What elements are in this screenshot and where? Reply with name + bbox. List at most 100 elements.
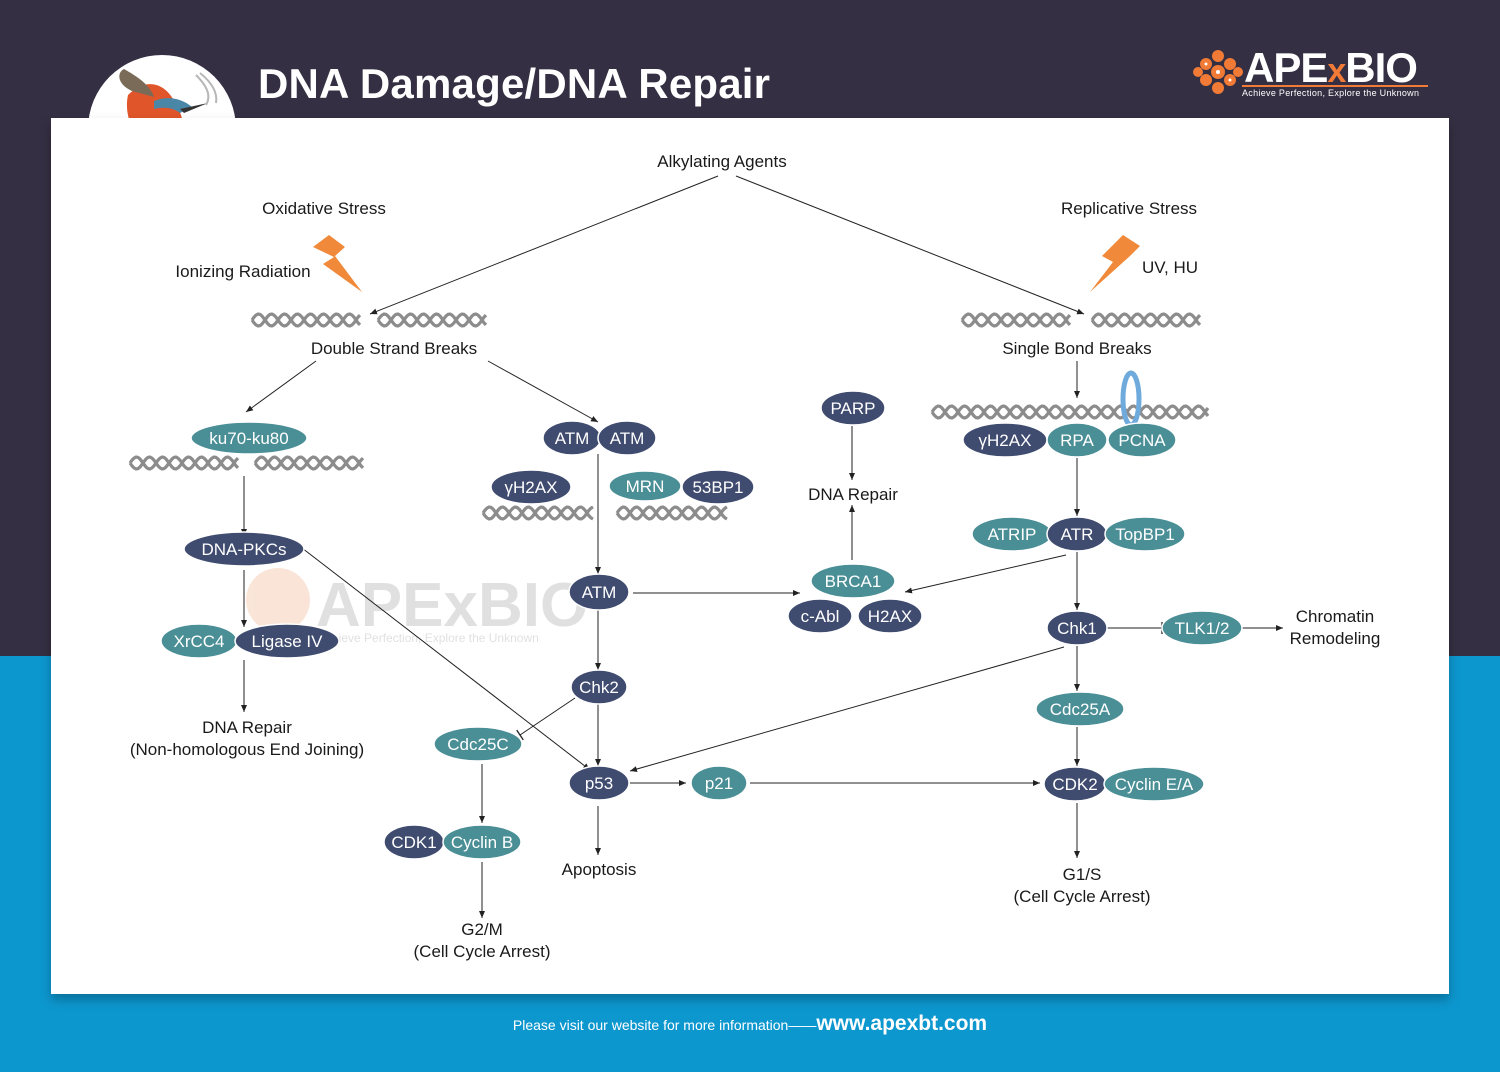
label-chrom-1: Chromatin <box>1296 607 1374 626</box>
svg-text:ATRIP: ATRIP <box>988 525 1037 544</box>
pathway-edge-3 <box>487 360 599 423</box>
watermark: APExBIO Achieve Perfection, Explore the … <box>246 568 588 645</box>
pathway-edge-7 <box>301 547 591 771</box>
pathway-edge-0 <box>369 175 719 315</box>
label-g2m-2: (Cell Cycle Arrest) <box>414 942 551 961</box>
svg-text:Chk2: Chk2 <box>579 678 619 697</box>
node-atm-mid: ATM <box>568 573 630 611</box>
ionizing-bolt-icon <box>313 235 362 292</box>
label-dsb: Double Strand Breaks <box>311 339 477 358</box>
brand-name: APExBIO <box>1244 44 1418 91</box>
svg-text:ATM: ATM <box>555 429 590 448</box>
svg-text:RPA: RPA <box>1060 431 1094 450</box>
svg-text:Chk1: Chk1 <box>1057 619 1097 638</box>
label-nhej-1: DNA Repair <box>202 718 292 737</box>
node-chk2: Chk2 <box>570 669 628 705</box>
svg-text:Achieve Perfection, Explore th: Achieve Perfection, Explore the Unknown <box>318 631 539 645</box>
pathway-edge-29 <box>629 646 1065 772</box>
svg-text:ATM: ATM <box>610 429 645 448</box>
footer-text: Please visit our website for more inform… <box>512 1017 817 1033</box>
svg-text:ATR: ATR <box>1061 525 1094 544</box>
dsb-helix-left <box>250 312 362 328</box>
node-pcna: PCNA <box>1107 422 1177 458</box>
label-ssb: Single Bond Breaks <box>1002 339 1151 358</box>
label-nhej-2: (Non-homologous End Joining) <box>130 740 364 759</box>
label-uv-hu: UV, HU <box>1142 258 1198 277</box>
node-cdk1: CDK1 <box>383 824 445 860</box>
footer: Please visit our website for more inform… <box>0 1012 1500 1036</box>
brand-logo-icon <box>1193 50 1243 94</box>
node-p53: p53 <box>568 765 630 801</box>
node-gh2ax-right: γH2AX <box>962 422 1048 458</box>
node-bp53: 53BP1 <box>681 469 755 505</box>
svg-text:CDK1: CDK1 <box>391 833 436 852</box>
node-gh2ax-left: γH2AX <box>490 469 572 505</box>
svg-text:Cdc25C: Cdc25C <box>447 735 508 754</box>
svg-text:γH2AX: γH2AX <box>505 478 558 497</box>
label-g2m-1: G2/M <box>461 920 503 939</box>
svg-text:XrCC4: XrCC4 <box>173 632 224 651</box>
replication-fork-helix <box>930 404 1210 420</box>
dsb-helix-right <box>376 312 488 328</box>
node-atr: ATR <box>1046 516 1108 552</box>
watermark-logo-icon <box>246 568 310 632</box>
pathway-edge-1 <box>735 175 1085 315</box>
svg-text:Cdc25A: Cdc25A <box>1050 700 1111 719</box>
svg-text:Cyclin E/A: Cyclin E/A <box>1115 775 1194 794</box>
node-mrn: MRN <box>608 470 682 502</box>
brand-underline <box>1242 85 1428 87</box>
ku-helix-left <box>128 455 240 471</box>
svg-text:ATM: ATM <box>582 583 617 602</box>
svg-text:PCNA: PCNA <box>1118 431 1166 450</box>
svg-text:γH2AX: γH2AX <box>979 431 1032 450</box>
node-tlk: TLK1/2 <box>1161 610 1243 646</box>
node-ligase4: Ligase IV <box>234 623 340 659</box>
node-dnapkcs: DNA-PKCs <box>183 531 305 567</box>
label-chrom-2: Remodeling <box>1290 629 1381 648</box>
svg-text:c-Abl: c-Abl <box>801 607 840 626</box>
pathway-edge-20 <box>904 554 1067 594</box>
atm-helix-left <box>481 505 594 521</box>
atm-helix-right <box>615 505 728 521</box>
svg-text:TLK1/2: TLK1/2 <box>1175 619 1230 638</box>
ssb-helix-left <box>960 312 1072 328</box>
node-parp: PARP <box>820 390 886 426</box>
svg-text:CDK2: CDK2 <box>1052 775 1097 794</box>
node-h2ax: H2AX <box>857 598 923 634</box>
node-xrcc4: XrCC4 <box>160 623 238 659</box>
node-cdk2: CDK2 <box>1043 766 1107 802</box>
node-chk1: Chk1 <box>1046 610 1108 646</box>
ssb-helix-right <box>1090 312 1202 328</box>
website-link[interactable]: www.apexbt.com <box>816 1012 988 1035</box>
svg-text:53BP1: 53BP1 <box>692 478 743 497</box>
node-cdc25c: Cdc25C <box>433 726 523 762</box>
page-title: DNA Damage/DNA Repair <box>258 60 771 107</box>
brand-tagline: Achieve Perfection, Explore the Unknown <box>1242 88 1420 98</box>
node-cyclinb: Cyclin B <box>442 824 522 860</box>
node-topbp1: TopBP1 <box>1104 516 1186 552</box>
node-ku70: ku70-ku80 <box>190 421 308 455</box>
uv-bolt-icon <box>1090 235 1140 292</box>
node-cyclinea: Cyclin E/A <box>1103 766 1205 802</box>
label-oxidative: Oxidative Stress <box>262 199 386 218</box>
node-brca1: BRCA1 <box>810 563 896 599</box>
ku-helix-right <box>253 455 365 471</box>
svg-text:APExBIO: APExBIO <box>316 571 588 640</box>
label-g1s-1: G1/S <box>1063 865 1102 884</box>
svg-text:PARP: PARP <box>830 399 875 418</box>
svg-text:H2AX: H2AX <box>868 607 912 626</box>
svg-text:ku70-ku80: ku70-ku80 <box>209 429 288 448</box>
svg-text:Ligase IV: Ligase IV <box>252 632 324 651</box>
label-replicative: Replicative Stress <box>1061 199 1197 218</box>
label-alkylating: Alkylating Agents <box>657 152 786 171</box>
svg-text:Cyclin B: Cyclin B <box>451 833 513 852</box>
node-atrip: ATRIP <box>971 516 1053 552</box>
node-p21: p21 <box>690 765 748 801</box>
svg-text:BRCA1: BRCA1 <box>825 572 882 591</box>
label-apoptosis: Apoptosis <box>562 860 637 879</box>
node-cdc25a: Cdc25A <box>1035 691 1125 727</box>
pathway-edge-2 <box>245 360 317 413</box>
svg-text:TopBP1: TopBP1 <box>1115 525 1175 544</box>
label-g1s-2: (Cell Cycle Arrest) <box>1014 887 1151 906</box>
